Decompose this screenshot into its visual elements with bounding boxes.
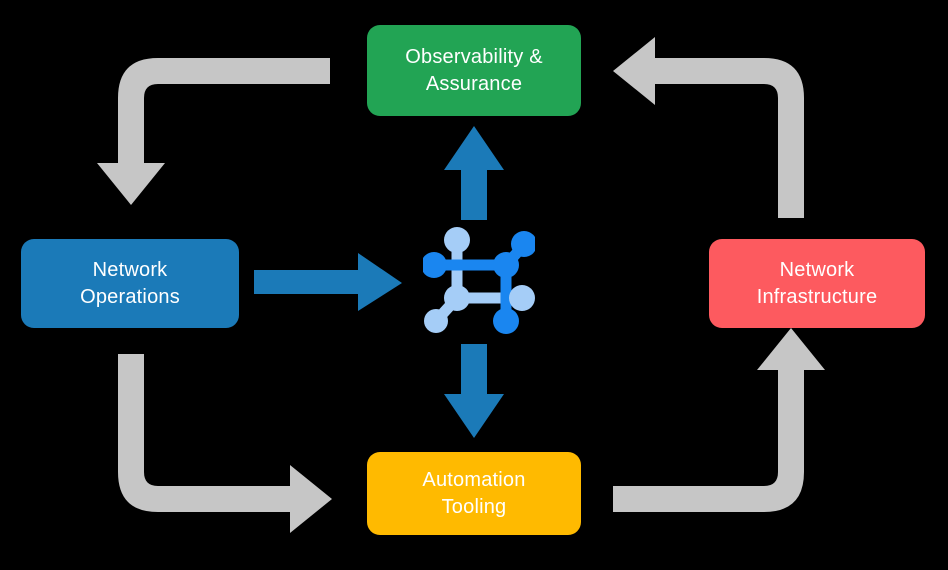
cycle-arrow-automation-to-infrastructure — [613, 328, 825, 512]
node-box-network-operations[interactable]: Network Operations — [21, 239, 239, 328]
topology-nodes-secondary — [424, 227, 535, 333]
spoke-arrow-hub-to-observability — [444, 126, 504, 220]
cycle-arrow-observability-to-operations — [97, 58, 330, 205]
node-box-observability[interactable]: Observability & Assurance — [367, 25, 581, 116]
node-box-network-infrastructure[interactable]: Network Infrastructure — [709, 239, 925, 328]
cycle-arrow-operations-to-automation — [118, 354, 332, 533]
spoke-arrow-hub-to-automation — [444, 344, 504, 438]
cycle-arrow-infrastructure-to-observability — [613, 37, 804, 218]
node-box-automation-tooling[interactable]: Automation Tooling — [367, 452, 581, 535]
spoke-arrow-operations-to-hub — [254, 253, 402, 311]
topology-nodes-primary — [423, 231, 535, 334]
network-topology-icon — [423, 227, 535, 334]
